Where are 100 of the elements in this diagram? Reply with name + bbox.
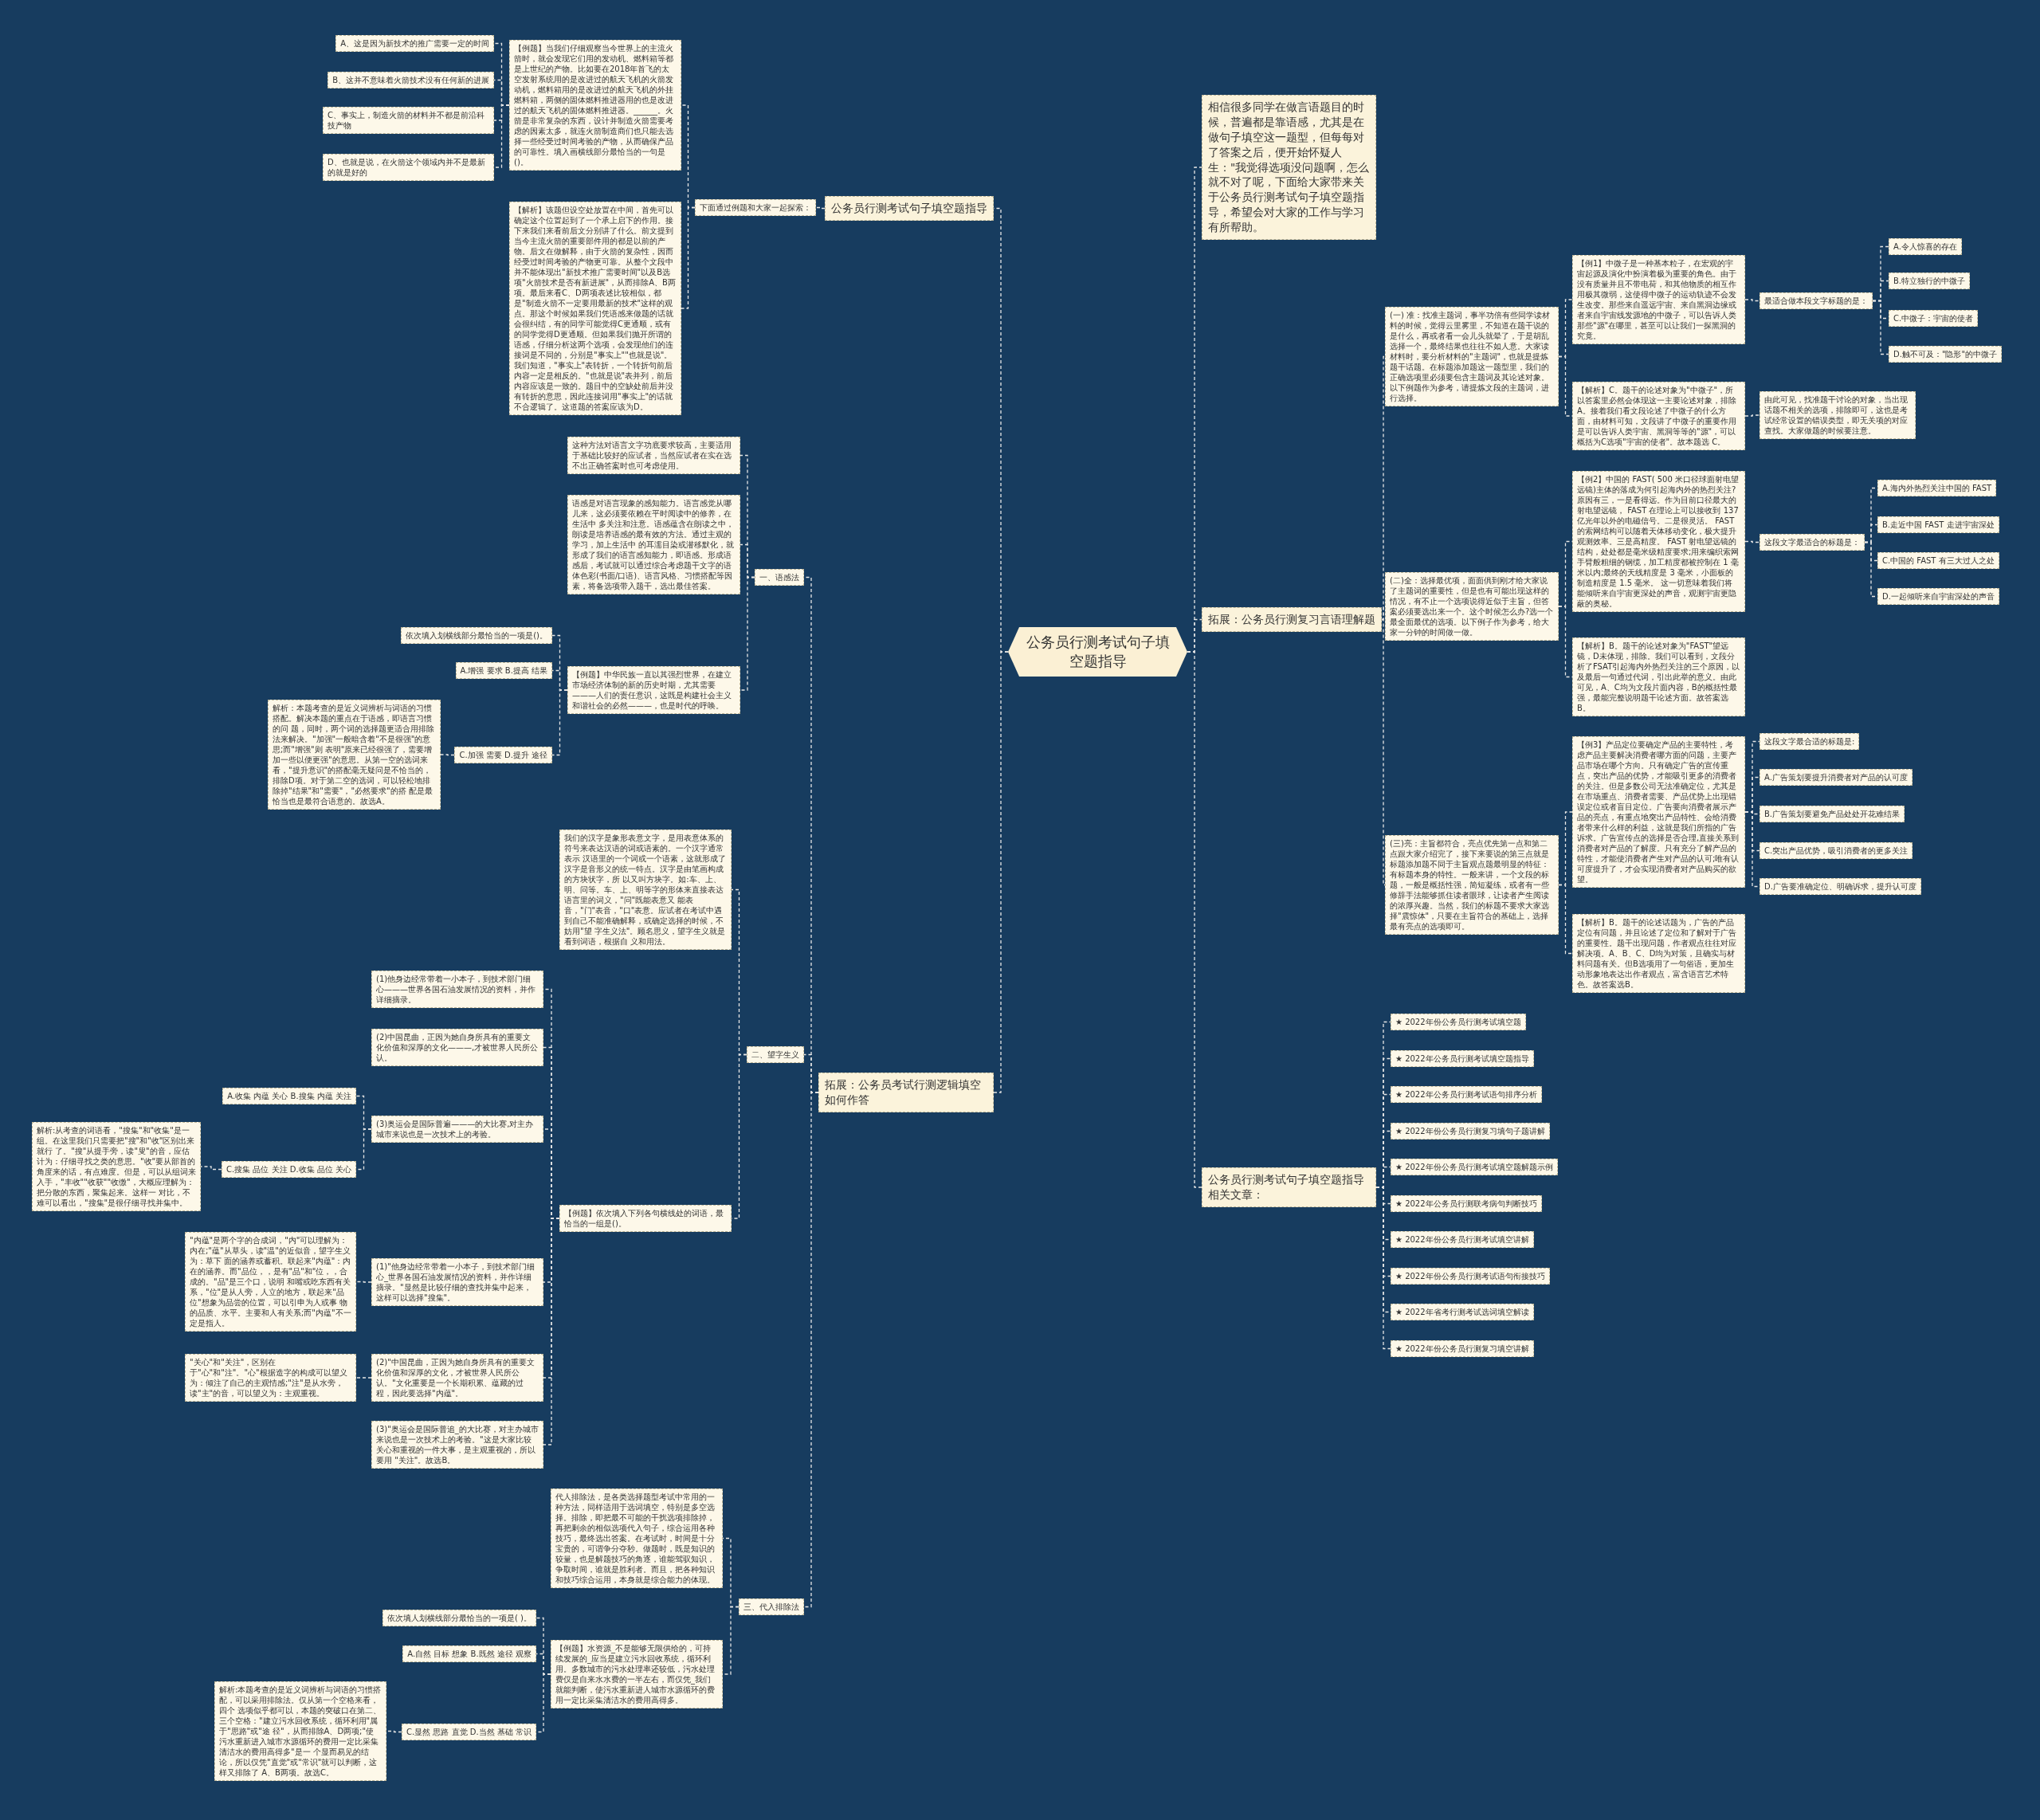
note-card: (3)"奥运会是国际普追_的大比赛，对主办城市来说也是一次技术上的考验。"这是大家比较关心和重视的一件大事，是主观重视的，所以要用 "关注"。故选B。 xyxy=(371,1421,543,1469)
note-card: (二)全：选择最优项，面面俱到刚才给大家说了主题词的重要性，但是也有可能出现这样的情况，有不止一个选项说得近似于主旨，但答案必须要选出来一个。这个时候怎么办?选一个最全面最优的选项。以下例子作为参考，给大家一分钟的时间做一做。 xyxy=(1385,572,1559,641)
branch-card: 拓展：公务员考试行测逻辑填空如何作答 xyxy=(818,1073,994,1112)
note-card: C.显然 思路 直觉 D.当然 基础 常识 xyxy=(402,1724,536,1740)
central-topic: 公务员行测考试句子填空题指导 xyxy=(1008,627,1187,677)
note-card: D.广告要准确定位、明确诉求，提升认可度 xyxy=(1760,878,1921,895)
note-card: 代人排除法，是各类选择题型考试中常用的一种方法，同样适用于选词填空，特别是多空选择。排除，即把最不可能的干扰选项排除掉，再把剩余的相似选项代入句子，综合运用各种技巧，最终选出答案。在考试时，时间是十分宝贵的，可谓争分夺秒。做题时，既是知识的较量，也是解题技巧的角逐，谁能驾驭知识，争取时间，谁就是胜利者。而且，把各种知识和技巧综合运用，本身就是综合能力的体现。 xyxy=(551,1489,723,1588)
note-card: ★ 2022年份公务员行测考试填空讲解 xyxy=(1391,1231,1534,1248)
note-card: 这种方法对语言文字功底要求较高，主要适用于基础比较好的应试者，当然应试者在实在选不出正确答案时也可考虑使用。 xyxy=(567,437,740,474)
note-card: ★ 2022年份公务员行测考试填空题 xyxy=(1391,1014,1526,1030)
connector-line xyxy=(681,206,696,309)
note-card: ★ 2022年份公务员行测考试填空题解题示例 xyxy=(1391,1159,1558,1175)
note-card: A.令人惊喜的存在 xyxy=(1889,238,1962,255)
note-card: 这段文字最适合的标题是： xyxy=(1760,534,1865,551)
note-card: 三、代入排除法 xyxy=(739,1598,804,1615)
note-card: D、也就是说，在火箭这个领域内并不是最新的就是好的 xyxy=(323,154,494,181)
note-card: 解析:从考查的词语看，"搜集"和"收集"是一组。在这里我们只需要把"搜"和"收"区别出来就行 了。"搜"从提手旁，读"叟"的音，应估计为：仔细寻找之类的意思。"收"要从部首的角度来的话，有点难度。但是，可以从组词来入手，"丰收""收获""收缴"，大概应理解为：把分散的东西，聚集起来。这样一 对比，不难可以看出，"搜集"是很仔细寻找并集中。 xyxy=(32,1122,201,1211)
note-card: ★ 2022年公务员行测考试填空题指导 xyxy=(1391,1050,1534,1067)
note-card: A.增强 要求 B.提高 结果 xyxy=(455,662,552,679)
connector-line xyxy=(1381,618,1386,886)
note-card: A、这是因为新技术的推广需要一定的时间 xyxy=(335,35,494,52)
note-card: B、这并不意味着火箭技术没有任何新的进展 xyxy=(328,72,494,88)
note-card: A.海内外热烈关注中国的 FAST xyxy=(1877,480,1997,496)
connector-line xyxy=(1744,414,1760,417)
connector-line xyxy=(815,206,826,210)
note-card: 【例1】中微子是一种基本粒子，在宏观的宇宙起源及演化中扮演着极为重要的角色。由于没有质量并且不带电荷，和其他物质的相互作用极其微弱，这使得中微子的运动轨迹不会发生改变。那些来自遥远宇宙、来自黑洞边缘或者来自宇宙线发源地的中微子，可以告诉人类那些"源"在哪里，甚至可以让我们一探黑洞的究竟。 xyxy=(1572,255,1745,344)
note-card: C.中微子：宇宙的使者 xyxy=(1889,310,1979,327)
note-card: 【解析】B。题干的论述话题为，广告的产品定位有问题，并且论述了定位和了解对于广告的重要性。题干出现问题，作者观点往往对应解决项。A、B、C、D均为对策，且确实与材料问题有关。但B选项用了一句俗语，更加生动形象地表达出作者观点，富含语言艺术特色。故答案选B。 xyxy=(1572,914,1745,993)
connector-line xyxy=(1187,651,1202,1188)
note-card: (一) 准：找准主题词，事半功倍有些同学读材料的时候，觉得云里雾里，不知道在题干说的是什么，再或者看一会儿头就晕了，于是胡乱选择一个，最终结果也往往不如人意。大家读材料时，要分析材料的"主题词"，也就是提炼题干话题。在标题添加题这一题型里，我们的正确选项里必须要包含主题词及其论述对象。以下例题作为参考，请提炼文段的主题词，进行选择。 xyxy=(1385,307,1559,406)
connector-line xyxy=(1375,1187,1391,1350)
note-card: (2)中国昆曲，正因为她自身所具有的重要文化价值和深厚的文化———,才被世界人民所公认。 xyxy=(371,1029,543,1066)
note-card: (3)奥运会是国际普遍———的大比赛,对主办城市来说也是一次技术上的考验。 xyxy=(371,1116,543,1143)
note-card: (1)他身边经常带着一小本子，到技术部门细心———世界各国石油发展情况的资料，并作详细摘录。 xyxy=(371,971,543,1008)
note-card: 我们的汉字是象形表意文字，是用表意体系的符号来表达汉语的词或语素的。一个汉字通常表示 汉语里的一个词或一个语素，这就形成了汉字是音形义的统一特点。汉字是由笔画构成的方块状字，所 以又叫方块字。如:车、上、明、问等。车、上、明等字的形体来直接表达语言里的词义，"问"既能表意又 能表音，"门"表音，"口"表意。应试者在考试中遇到自己不能准确解释，或确定选择的时候，不妨用"望 字生义法"。顾名思义，望字生义就是看到词语，根据自 义和用法。 xyxy=(559,830,732,950)
note-card: C.中国的 FAST 有三大过人之处 xyxy=(1877,552,1999,569)
note-card: 这段文字最合适的标题是: xyxy=(1760,733,1860,750)
connector-line xyxy=(1744,299,1760,302)
note-card: C.突出产品优势，吸引消费者的更多关注 xyxy=(1760,842,1913,859)
connector-line xyxy=(1744,811,1760,888)
note-card: 解析:本题考查的是近义词辨析与词语的习惯搭配，可以采用排除法。仅从第一个空格来看，四个 选项似乎都可以，本题的突破口在第二、三个空格："建立污水回收系统，循环利用"属于"思路"或"途 径"，从而排除A、D两项;"使污水重新进入城市水源循环的费用一定比采集清洁水的费用高得多"是一 个显而易见的结论，所以仅凭"直觉"或"常识"就可以判断，这样又排除了 A、B两项。故选C。 xyxy=(214,1681,386,1781)
note-card: 【例3】产品定位要确定产品的主要特性，考虑产品主要解决消费者哪方面的问题，主要产品市场在哪个方向。只有确定广告的宣传重点，突出产品的优势，才能吸引更多的消费者的关注。但是多数公司无法准确定位，尤其是在市场重点、消费者需要、产品优势上出现错误定位或者盲目定位。广告要向消费者展示产品的亮点，有重点地突出产品特性、会给消费者带来什么样的利益，这就是我们所指的广告诉求。广告宣传点的选择是否合理,直接关系到消费者对产品的了解度。只有充分了解产品的特性，才能使消费者产生对产品的认可;唯有认可度提升了，才会实现消费者对产品购买的欲望。 xyxy=(1572,736,1745,888)
note-card: 【例题】水资源_不是能够无限供给的，可持续发展的_应当是建立污水回收系统，循环利用。多数城市的污水处理率还较低，污水处理费仅是自来水水费的一半左右，而仅凭_我们就能判断，使污水重新进人城市水源循环的费用一定比采集清洁水的费用高得多。 xyxy=(551,1640,723,1708)
connector-line xyxy=(355,1281,372,1283)
note-card: 由此可见，找准题干讨论的对象，当出现话题不相关的选项，排除即可，这也是考试经常设置的错误类型，即无关项的对应查找。大家做题的时候要注意。 xyxy=(1760,391,1916,439)
note-card: ★ 2022年份公务员行测复习填空讲解 xyxy=(1391,1340,1534,1357)
note-card: (1)"他身边经常带着一小本子，到技术部门细心_世界各国石油发展情况的资料，并作详细摘录。"显然是比较仔细的查找并集中起来，这样可以选择"搜集"。 xyxy=(371,1258,543,1306)
connector-line xyxy=(551,689,568,756)
branch-card: 拓展：公务员行测复习言语理解题 xyxy=(1202,607,1382,632)
branch-card: 相信很多同学在做言语题目的时候，普遍都是靠语感，尤其是在做句子填空这一题型，但每每对了答案之后，便开始怀疑人生："我觉得选项没问题啊，怎么就不对了呢，下面给大家带来关于公务员行测考试句子填空题指导，希望会对大家的工作与学习有所帮助。 xyxy=(1202,95,1376,240)
connector-line xyxy=(440,754,455,756)
note-card: B.走近中国 FAST 走进宇宙深处 xyxy=(1877,516,1999,533)
note-card: 【例题】中华民族一直以其强烈世界，在建立市场经济体制的新的历史时期，尤其需要———人们的责任意识，这既是构建社会主义和谐社会的必然———，也是时代的呼唤。 xyxy=(567,666,740,714)
connector-line xyxy=(543,1218,560,1445)
note-card: ★ 2022年份公务员行测复习填句子题讲解 xyxy=(1391,1123,1550,1139)
note-card: 【例2】中国的 FAST( 500 米口径球面射电望远镜)主体的落成为何引起海内外的热烈关注?原因有三，一是看得远。作为目前口径最大的射电望远镜， FAST 在理论上可以接收到 137 亿光年以外的电磁信号。二是很灵活。 FAST 的索网结构可以随着天体移动变化，极大提升观测效率。三是高精度。 FAST 射电望远镜的结构，处处都是毫米级精度要求;用来编织索网手臂般粗细的钢缆，加工精度都被控制在 1 毫米以内;最终的天线精度是 3 毫米，小面板的制造精度是 1.5 毫米。 这一切意味着我们将能倾听来自宇宙更深处的声音，观测宇宙更隐蔽的奥秘。 xyxy=(1572,471,1745,612)
note-card: 解析：本题考查的是近义词辨析与词语的习惯搭配。解决本题的重点在于语感，即语言习惯的问 题，同时，两个词的选择题更适合用排除法来解决。"加强"一般暗含着"不是很强"的意思;而"增强"则 表明"原来已经很强了，需要增加一些以便更强"的意思。从第一空的选词来看，"提升意识"的搭配毫无疑问是不恰当的，排除D项。对于第二空的选词，可以轻松地排除掉"结果"和"需要"，"必然要求"的搭 配是最恰当也是最符合语意的。故选A。 xyxy=(268,700,441,810)
note-card: 【解析】B。题干的论述对象为"FAST"望远镜，D未体现，排除。我们可以看到，文段分析了FSAT引起海内外热烈关注的三个原因，以及最后一句通过代词，引出此举的意义。由此可见，A、C均为文段片面内容，B的概括性最强，最能完整说明题干论述方面。故答案选B。 xyxy=(1572,637,1745,716)
note-card: 【解析】该题但设空处放置在中间，首先可以确定这个位置起到了一个承上启下的作用。接下来我们来看前后文分别讲了什么。前文提到当今主流火箭的重要部件用的都是以前的产物。后文在做解释，由于火箭的复杂性，因而经受过时间考验的产物更可靠。从整个文段中并不能体现出"新技术推广需要时间"以及B选项"火箭技术是否有新进展"，从而排除A、B两项。最后来看C、D两项表述比较相似，都是"制造火箭不一定要用最新的技术"这样的观点。那这个时候如果我们凭语感来做题的话就会很纠结，有的同学可能觉得C更通顺，或有的同学觉得D更通顺。但如果我们抛开所谓的语感，仔细分析这两个选项，会发现他们的连接词是不同的，分别是"事实上""也就是说"。我们知道，"事实上"表转折，一个转折句前后内容一定是相反的。"也就是说"表并列，前后内容应该是一致的。题目中的空缺处前后并没有转折的意思，因此连接词用"事实上"的话就不合逻辑了。这道题的答案应该为D。 xyxy=(509,202,681,415)
note-card: ★ 2022年省考行测考试选词填空解读 xyxy=(1391,1304,1534,1320)
note-card: 依次填入划横线部分最恰当的一项是()。 xyxy=(401,627,552,644)
note-card: C、事实上，制造火箭的材料并不都是前沿科技产物 xyxy=(323,107,494,134)
note-card: A.收集 内蕴 关心 B.搜集 内蕴 关注 xyxy=(222,1088,356,1104)
note-card: 【例题】依次填入下列各句横线处的词语，最恰当的一组是()。 xyxy=(559,1205,732,1232)
note-card: D.触不可及："隐形"的中微子 xyxy=(1889,346,2003,363)
note-card: (三)亮：主旨都符合，亮点优先第一点和第二点跟大家介绍完了，接下来要说的第三点就是标题添加题不同于主旨观点题最明显的特征：有标题本身的特性。一般来讲，一个文段的标题，一般是概括性强，简短凝练，或者有一些修辞手法能够抓住读者眼球，让读者产生阅读的浓厚兴趣。当然，我们的标题不要求大家选择"震惊体"，只要在主旨符合的基础上，选择最有亮点的选项即可。 xyxy=(1385,835,1559,935)
note-card: ★ 2022年份公务员行测考试语句衔接技巧 xyxy=(1391,1268,1550,1285)
note-card: "关心"和"关注"，区别在于"心"和"注"。"心"根据造字的构成可以望义为：倾注了自己的主观情感;"注"是从水旁，读"主"的音，可以望义为：主观重视。 xyxy=(185,1354,356,1402)
branch-card: 公务员行测考试句子填空题指导 xyxy=(825,196,994,221)
note-card: B.广告策划要避免产品处处开花难结果 xyxy=(1760,806,1905,822)
connector-line xyxy=(200,1166,222,1171)
branch-card: 公务员行测考试句子填空题指导相关文章： xyxy=(1202,1167,1376,1207)
note-card: 下面通过例题和大家一起探索： xyxy=(695,199,816,216)
note-card: C.加强 需要 D.提升 途径 xyxy=(454,747,552,763)
note-card: C.搜集 品位 关注 D.收集 品位 关心 xyxy=(222,1161,356,1178)
note-card: 最适合做本段文字标题的是： xyxy=(1760,292,1873,309)
note-card: ★ 2022年公务员行测考试语句排序分析 xyxy=(1391,1086,1542,1103)
connector-line xyxy=(1744,540,1760,543)
note-card: 一、语感法 xyxy=(755,569,804,586)
connector-line xyxy=(993,651,1009,1093)
note-card: A.自然 目标 想象 B.既然 途径 观察 xyxy=(402,1645,536,1662)
note-card: A.广告策划要提升消费者对产品的认可度 xyxy=(1760,769,1912,786)
connector-line xyxy=(493,104,510,168)
connector-line xyxy=(1558,884,1573,955)
note-card: D.一起倾听来自宇宙深处的声音 xyxy=(1877,588,1999,605)
note-card: 【解析】C。题干的论述对象为"中微子"，所以答案里必然会体现这一主要论述对象，排除A。接着我们看文段论述了中微子的什么方面，由材料可知，文段讲了中微子的重要作用是可以告诉人类宇宙、黑洞等等的"源"，可以概括为C选项"宇宙的使者"。故本题选 C。 xyxy=(1572,382,1745,450)
note-card: 【例题】当我们仔细观察当今世界上的主流火箭时，就会发现它们用的发动机、燃料箱等都是上世纪的产物。比如要在2018年首飞的太空发射系统用的是改进过的航天飞机的火箭发动机，燃料箱用的是改进过的航天飞机的外挂燃料箱，两侧的固体燃料推进器用的也是改进过的航天飞机的固体燃料推进器。______。火箭是非常复杂的东西，设计并制造火箭需要考虑的因素太多，就连火箭制造商们也只能去选择一些经受过时间考验的产物，从而确保产品的可靠性。填入画横线部分最恰当的一句是()。 xyxy=(509,40,681,171)
note-card: 语感是对语言现象的感知能力。语言感觉从哪儿来，这必须要依赖在平时阅读中的修养，在生活中 多关注和注意。语感蕴含在朗读之中，朗读是培养语感的最有效的方法。通过主观的学习，加上生活中 的耳濡目染或潜移默化，就形成了我们的语言感知能力，即语感。形成语感后，考试就可以通过综合考虑题干文字的语体色彩(书面/口语)、语言风格、习惯搭配等因素，将备选项带入题干，选出最佳答案。 xyxy=(567,495,740,594)
connector-line xyxy=(355,1377,372,1379)
connector-line xyxy=(803,1092,819,1608)
connector-line xyxy=(386,1730,402,1733)
connector-line xyxy=(1872,300,1889,355)
note-card: (2)"中国昆曲，正因为她自身所具有的重要文化价值和深厚的文化，才被世界人民所公认。"文化重要是一个长期积累、蕴藏的过程，因此要选择"内蕴"。 xyxy=(371,1354,543,1402)
connector-line xyxy=(1381,606,1386,621)
note-card: 依次填人划横线部分最恰当的一项是( )。 xyxy=(382,1610,536,1626)
note-card: ★ 2022年公务员行测联考病句判断技巧 xyxy=(1391,1195,1542,1212)
connector-line xyxy=(740,576,755,691)
note-card: 二、望字生义 xyxy=(747,1046,804,1063)
note-card: B.特立独行的中微子 xyxy=(1889,273,1971,289)
note-card: "内蕴"是两个字的合成词，"内"可以理解为：内在;"蕴"从草头，读"温"的近似音，望字生义为：草下 面的涵养或蓄积。联起来"内蕴"：内在的涵养。而"品位，，是有"品"和"位，，合成的。"品"是三个口，说明 和嘴或吃东西有关系，"位"是从人旁，人立的地方，联起来"品位"想象为品尝的位置，可以引申为人或事 物的品质、水平。主要和人有关系;而"内蕴"不一定是指人。 xyxy=(185,1232,356,1332)
